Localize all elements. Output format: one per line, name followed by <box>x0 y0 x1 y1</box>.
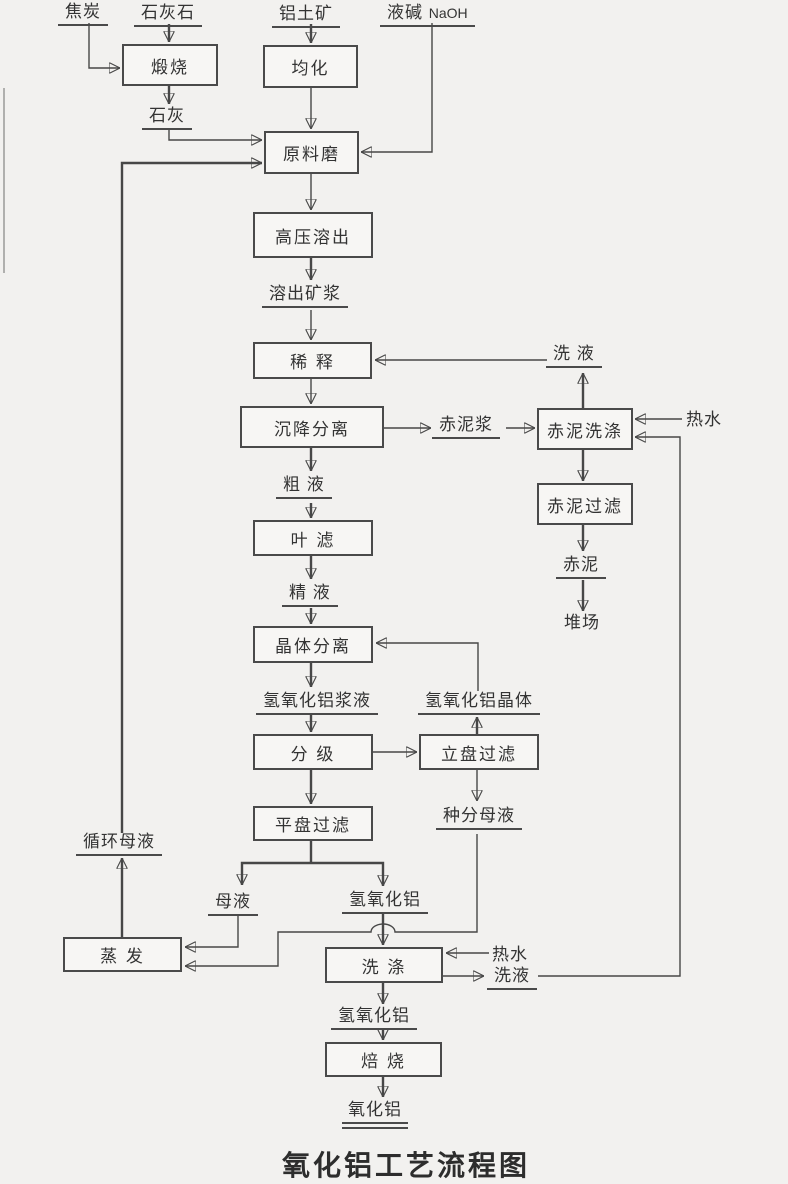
source-label-bauxite: 铝土矿 <box>272 4 340 28</box>
stream-label-lime: 石灰 <box>142 106 192 130</box>
stream-label-aluminum-hydroxide-slurry: 氢氧化铝浆液 <box>256 691 378 715</box>
process-box-dilution: 稀 释 <box>253 342 372 379</box>
diagram-title: 氧化铝工艺流程图 <box>282 1150 531 1181</box>
process-box-classification: 分 级 <box>253 734 373 770</box>
stream-label-red-mud-slurry: 赤泥浆 <box>432 415 500 439</box>
stream-label-hot-water-top: 热水 <box>686 410 722 429</box>
process-box-calcination: 煅烧 <box>122 44 218 86</box>
edge-split-to-motherliquor <box>242 861 311 885</box>
stream-label-stockyard: 堆场 <box>564 613 600 632</box>
edge-naoh-to-rawmill <box>361 23 433 152</box>
stream-label-aluminum-hydroxide-crystal: 氢氧化铝晶体 <box>418 691 540 715</box>
stream-label-red-mud: 赤泥 <box>556 555 606 579</box>
stream-label-circulating-mother-liquor: 循环母液 <box>76 832 162 856</box>
source-label-liquid-alkali: 液碱 NaOH <box>380 3 475 27</box>
process-box-red-mud-washing: 赤泥洗涤 <box>537 408 633 450</box>
edge-seedliquor-to-evaporation <box>185 834 478 966</box>
edge-lime-to-rawmill <box>168 130 262 140</box>
process-box-crystal-separation: 晶体分离 <box>253 626 373 663</box>
scan-edge-artifact <box>3 88 5 273</box>
stream-label-aluminum-hydroxide-mid: 氢氧化铝 <box>342 890 428 914</box>
stream-label-wash-liquor-top: 洗 液 <box>546 344 602 368</box>
process-box-vertical-disc-filtration: 立盘过滤 <box>419 734 539 770</box>
edge-circulating-liquor-to-rawmill <box>120 163 262 833</box>
stream-label-refined-liquor: 精 液 <box>282 583 338 607</box>
process-box-homogenization: 均化 <box>263 45 358 88</box>
naoh-text: NaOH <box>428 5 468 21</box>
liquid-alkali-text: 液碱 <box>387 3 423 22</box>
process-box-washing: 洗 涤 <box>325 947 443 983</box>
process-box-red-mud-filtration: 赤泥过滤 <box>537 483 633 525</box>
stream-label-hot-water-bottom: 热水 <box>492 945 528 964</box>
process-box-evaporation: 蒸 发 <box>63 937 182 972</box>
process-box-flat-disc-filtration: 平盘过滤 <box>253 806 373 841</box>
edge-split-to-ahmid <box>311 861 383 886</box>
process-box-roasting: 焙 烧 <box>325 1042 442 1077</box>
process-box-hp-digestion: 高压溶出 <box>253 212 373 258</box>
process-box-leaf-filtration: 叶 滤 <box>253 520 373 556</box>
stream-label-aluminum-hydroxide-bottom: 氢氧化铝 <box>331 1006 417 1030</box>
edge-coke-to-calcination <box>88 23 120 68</box>
stream-label-mother-liquor: 母液 <box>208 892 258 916</box>
process-box-raw-mill: 原料磨 <box>264 131 359 174</box>
stream-label-digested-slurry: 溶出矿浆 <box>262 284 348 308</box>
edge-ahcrystal-to-crystalsep <box>376 643 479 691</box>
process-box-settling-separation: 沉降分离 <box>240 406 384 448</box>
edge-motherliquor-to-evaporation <box>185 916 239 947</box>
edge-washliquor-return-to-redmudwash <box>538 437 681 977</box>
stream-label-crude-liquor: 粗 液 <box>276 475 332 499</box>
stream-label-seed-mother-liquor: 种分母液 <box>436 806 522 830</box>
stream-label-wash-liquor-bottom: 洗液 <box>487 966 537 990</box>
stream-label-alumina: 氧化铝 <box>342 1100 408 1129</box>
source-label-coke: 焦炭 <box>58 2 108 26</box>
source-label-limestone: 石灰石 <box>134 3 202 27</box>
